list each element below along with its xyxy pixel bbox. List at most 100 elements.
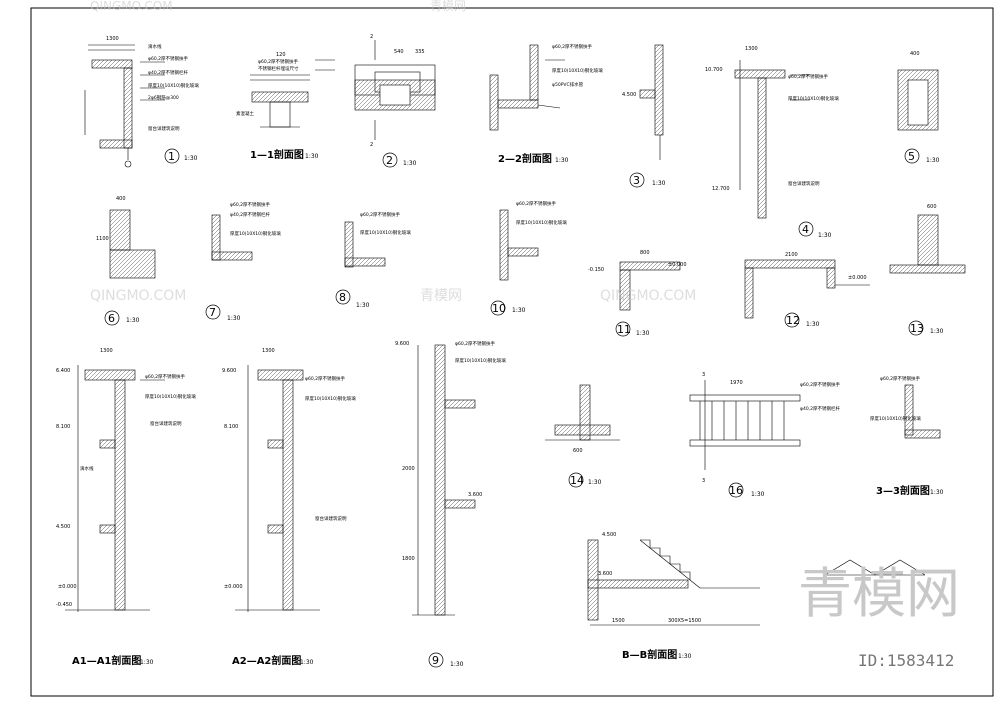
detail-3: [639, 44, 664, 160]
detail-14-marker: [568, 472, 584, 488]
section-a1-level-zero: ±0.000: [58, 584, 77, 590]
detail-7-note-baluster: φ40,2厚不锈钢栏杆: [230, 211, 270, 218]
section-a1-level-neg: -0.450: [56, 602, 72, 608]
detail-1-note-bracket: 2φ6钢筋@300: [148, 94, 179, 101]
section-a2-title: A2—A2剖面图: [232, 654, 301, 667]
detail-10: [499, 209, 539, 281]
watermark-layer: 青模网 QINGMO.COM 青模网 QINGMO.COM QINGMO.COM: [90, 0, 696, 304]
section-3-3: [904, 384, 941, 439]
section-a2-note-sill: 窗台详建筑说明: [315, 515, 347, 522]
detail-2: [354, 40, 436, 140]
section-1-1-scale: 1:30: [305, 153, 319, 160]
detail-4-marker: [798, 221, 814, 237]
detail-10-note-glass: 厚度10(10X10)钢化玻璃: [516, 219, 567, 226]
detail-9-dim-1800: 1800: [402, 556, 415, 562]
detail-2-number: 2: [386, 154, 393, 167]
detail-1-note-drip: 滴水线: [148, 43, 162, 50]
section-b-b-scale: 1:30: [678, 653, 692, 660]
detail-9-note-rail: φ60,2厚不锈钢扶手: [455, 340, 495, 347]
detail-8-note-rail: φ60,2厚不锈钢扶手: [360, 211, 400, 218]
detail-12-scale: 1:30: [806, 321, 820, 328]
detail-3-level: 4.500: [622, 92, 636, 98]
detail-7-marker: [205, 304, 221, 320]
detail-4-level-top: 10.700: [705, 67, 723, 73]
section-a1-scale: 1:30: [140, 659, 154, 666]
detail-5-dim: 400: [910, 51, 920, 57]
detail-12-level: ±0.000: [848, 275, 867, 281]
watermark-text: QINGMO.COM: [90, 288, 186, 304]
section-a2-level-zero: ±0.000: [224, 584, 243, 590]
section-3-3-title: 3—3剖面图: [876, 484, 930, 497]
detail-9-scale: 1:30: [450, 661, 464, 668]
detail-7-note-rail: φ60,2厚不锈钢扶手: [230, 201, 270, 208]
section-b-b: [587, 539, 760, 626]
detail-5-number: 5: [908, 150, 915, 163]
detail-14-scale: 1:30: [588, 479, 602, 486]
roof-detail: [824, 559, 926, 576]
section-2-2-title: 2—2剖面图: [498, 152, 552, 165]
detail-12-marker: [784, 312, 800, 328]
section-a1-note-glass: 厚度10(10X10)钢化玻璃: [145, 393, 196, 400]
detail-4-scale: 1:30: [818, 232, 832, 239]
detail-10-note-rail: φ60,2厚不锈钢扶手: [516, 200, 556, 207]
section-a1-dim-top: 1300: [100, 348, 113, 354]
detail-16-scale: 1:30: [751, 491, 765, 498]
detail-11-level-b: ±0.000: [668, 262, 687, 268]
detail-1-scale: 1:30: [184, 155, 198, 162]
watermark-text: 青模网: [420, 288, 462, 304]
detail-4-note-rail: φ60,2厚不锈钢扶手: [788, 73, 828, 80]
detail-10-scale: 1:30: [512, 307, 526, 314]
detail-8-note-glass: 厚度10(10X10)钢化玻璃: [360, 229, 411, 236]
detail-1-number: 1: [168, 150, 175, 163]
detail-2-marker: [382, 152, 398, 168]
detail-5: [897, 69, 939, 131]
section-b-b-level-mid: 3.600: [598, 571, 612, 577]
detail-12: [744, 259, 870, 319]
detail-4-level-bottom: 12.700: [712, 186, 730, 192]
detail-11: [619, 261, 681, 311]
section-2-2: [489, 44, 565, 131]
section-2-2-scale: 1:30: [555, 157, 569, 164]
detail-12-dim: 2100: [785, 252, 798, 258]
detail-12-number: 12: [786, 314, 800, 327]
section-1-1: [250, 59, 335, 128]
section-a2-a2: [235, 365, 320, 612]
watermark-brand: 青模网: [798, 562, 960, 625]
detail-9-dim-2000: 2000: [402, 466, 415, 472]
section-b-b-title: B—B剖面图: [622, 648, 677, 661]
section-a2-note-glass: 厚度10(10X10)钢化玻璃: [305, 395, 356, 402]
section-a2-note-rail: φ60,2厚不锈钢扶手: [305, 375, 345, 382]
detail-16-note-rail: φ60,2厚不锈钢扶手: [800, 381, 840, 388]
section-1-1-dim: 120: [276, 52, 286, 58]
section-a1-note-rail: φ60,2厚不锈钢扶手: [145, 373, 185, 380]
section-3-3-note-glass: 厚度10(10X10)钢化玻璃: [870, 415, 921, 422]
detail-11-dim: 800: [640, 250, 650, 256]
watermark-text: QINGMO.COM: [600, 288, 696, 304]
detail-1-note-rail: φ60,2厚不锈钢扶手: [148, 55, 188, 62]
detail-8: [344, 221, 386, 268]
detail-2-cut-bottom: 2: [370, 142, 373, 148]
detail-16-cut-bottom: 3: [702, 478, 705, 484]
detail-6-marker: [104, 310, 120, 326]
detail-7-number: 7: [209, 306, 216, 319]
detail-11-number: 11: [617, 323, 631, 336]
detail-1: [84, 44, 165, 168]
detail-2-scale: 1:30: [403, 160, 417, 167]
section-1-1-note-infill: 不锈钢栏杆埋设尺寸: [258, 65, 299, 72]
detail-8-number: 8: [339, 291, 346, 304]
detail-13-number: 13: [910, 322, 924, 335]
detail-3-marker: [629, 172, 645, 188]
detail-8-marker: [335, 289, 351, 305]
detail-1-note-sill: 窗台详建筑说明: [148, 125, 180, 132]
detail-1-marker: [164, 148, 180, 164]
section-2-2-note-rail: φ60,2厚不锈钢扶手: [552, 43, 592, 50]
detail-16-cut-top: 3: [702, 372, 705, 378]
detail-5-marker: [904, 148, 920, 164]
section-1-1-note-rail: φ60,2厚不锈钢扶手: [258, 58, 298, 65]
section-a1-level-mid: 8.100: [56, 424, 70, 430]
section-a2-dim-top: 1300: [262, 348, 275, 354]
detail-16-marker: [728, 482, 744, 498]
section-a2-scale: 1:30: [300, 659, 314, 666]
section-a1-a1: [65, 365, 165, 612]
